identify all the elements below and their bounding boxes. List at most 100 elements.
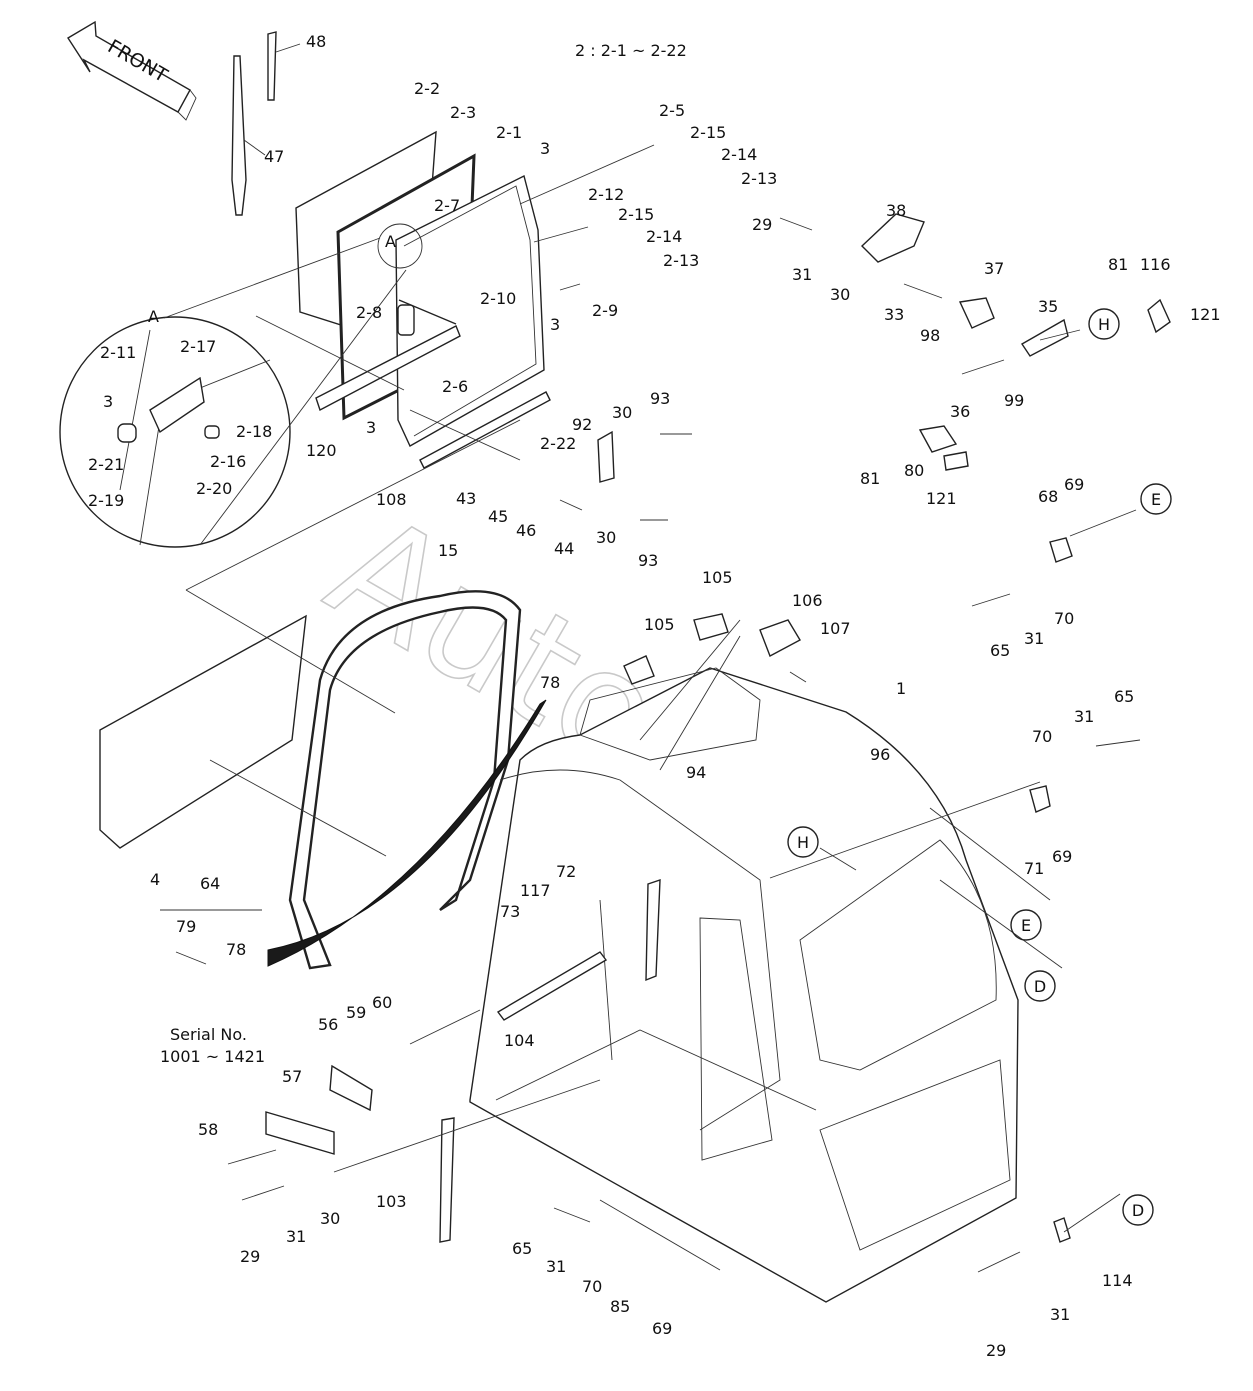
detail-view-label: A [148, 307, 159, 326]
part-label-2-17: 2-17 [180, 337, 216, 356]
ref-circle [1024, 970, 1056, 1002]
ref-circle [1010, 909, 1042, 941]
part-label-2-8: 2-8 [356, 303, 382, 322]
part-label-47: 47 [264, 147, 284, 166]
rear-glass [99, 614, 307, 849]
part-label-30: 30 [830, 285, 850, 304]
wiper-assembly [231, 31, 301, 216]
part-label-93: 93 [650, 389, 670, 408]
part-label-2-15: 2-15 [690, 123, 726, 142]
part-label-A: A [385, 232, 396, 251]
part-label-96: 96 [870, 745, 890, 764]
part-label-2-1: 2-1 [496, 123, 522, 142]
part-label-2-16: 2-16 [210, 452, 246, 471]
part-label-2-19: 2-19 [88, 491, 124, 510]
part-label-36: 36 [950, 402, 970, 421]
part-label-105: 105 [702, 568, 733, 587]
part-label-58: 58 [198, 1120, 218, 1139]
ref-circle [1122, 1194, 1154, 1226]
part-label-2-14: 2-14 [721, 145, 757, 164]
part-label-48: 48 [306, 32, 326, 51]
part-label-2-12: 2-12 [588, 185, 624, 204]
part-label-2-6: 2-6 [442, 377, 468, 396]
part-label-2-22: 2-22 [540, 434, 576, 453]
part-label-69: 69 [1052, 847, 1072, 866]
hardware-parts [265, 213, 1171, 1243]
part-label-2-18: 2-18 [236, 422, 272, 441]
part-label-64: 64 [200, 874, 220, 893]
part-label-31: 31 [1050, 1305, 1070, 1324]
part-label-116: 116 [1140, 255, 1171, 274]
part-label-4: 4 [150, 870, 160, 889]
part-label-72: 72 [556, 862, 576, 881]
part-label-3: 3 [366, 418, 376, 437]
part-label-104: 104 [504, 1031, 535, 1050]
part-label-29: 29 [752, 215, 772, 234]
part-label-2-13: 2-13 [663, 251, 699, 270]
part-label-2-9: 2-9 [592, 301, 618, 320]
ref-circle [1088, 308, 1120, 340]
part-label-70: 70 [582, 1277, 602, 1296]
serial-note-line-1: Serial No. [170, 1025, 247, 1044]
ref-circle [787, 826, 819, 858]
part-label-92: 92 [572, 415, 592, 434]
part-label-2-14: 2-14 [646, 227, 682, 246]
part-label-31: 31 [1074, 707, 1094, 726]
ref-letter-h: H [1098, 315, 1110, 334]
part-label-2-15: 2-15 [618, 205, 654, 224]
part-label-71: 71 [1024, 859, 1044, 878]
part-label-30: 30 [596, 528, 616, 547]
part-label-31: 31 [792, 265, 812, 284]
part-label-68: 68 [1038, 487, 1058, 506]
part-label-60: 60 [372, 993, 392, 1012]
part-label-2-2: 2-2 [414, 79, 440, 98]
detail-circle-a [59, 316, 291, 548]
part-label-30: 30 [320, 1209, 340, 1228]
part-label-70: 70 [1054, 609, 1074, 628]
part-label-69: 69 [652, 1319, 672, 1338]
ref-letter-e: E [1151, 490, 1161, 509]
part-label-103: 103 [376, 1192, 407, 1211]
part-label-65: 65 [990, 641, 1010, 660]
part-label-31: 31 [1024, 629, 1044, 648]
part-label-78: 78 [226, 940, 246, 959]
rear-seal-band [267, 699, 547, 967]
ref-letter-h: H [797, 833, 809, 852]
part-label-85: 85 [610, 1297, 630, 1316]
part-label-81: 81 [860, 469, 880, 488]
part-label-37: 37 [984, 259, 1004, 278]
cab-frame [469, 667, 1019, 1303]
part-label-45: 45 [488, 507, 508, 526]
part-label-69: 69 [1064, 475, 1084, 494]
part-label-94: 94 [686, 763, 706, 782]
part-label-79: 79 [176, 917, 196, 936]
leader-lines [160, 329, 1137, 1271]
ref-letter-d: D [1034, 977, 1046, 996]
part-label-31: 31 [546, 1257, 566, 1276]
part-label-2-5: 2-5 [659, 101, 685, 120]
serial-note-line-2: 1001 ~ 1421 [160, 1047, 265, 1066]
part-label-2-21: 2-21 [88, 455, 124, 474]
part-label-1: 1 [896, 679, 906, 698]
part-label-99: 99 [1004, 391, 1024, 410]
part-label-30: 30 [612, 403, 632, 422]
part-label-80: 80 [904, 461, 924, 480]
part-label-2-11: 2-11 [100, 343, 136, 362]
door-frame [395, 174, 545, 447]
part-label-121: 121 [926, 489, 957, 508]
front-arrow-icon: FRONT [67, 20, 197, 121]
part-label-46: 46 [516, 521, 536, 540]
part-label-2-7: 2-7 [434, 196, 460, 215]
part-label-44: 44 [554, 539, 574, 558]
part-label-105: 105 [644, 615, 675, 634]
ref-circles [787, 308, 1172, 1226]
part-label-78: 78 [540, 673, 560, 692]
part-label-2-10: 2-10 [480, 289, 516, 308]
part-label-56: 56 [318, 1015, 338, 1034]
part-label-31: 31 [286, 1227, 306, 1246]
part-label-70: 70 [1032, 727, 1052, 746]
part-label-3: 3 [550, 315, 560, 334]
ref-letter-e: E [1021, 916, 1031, 935]
